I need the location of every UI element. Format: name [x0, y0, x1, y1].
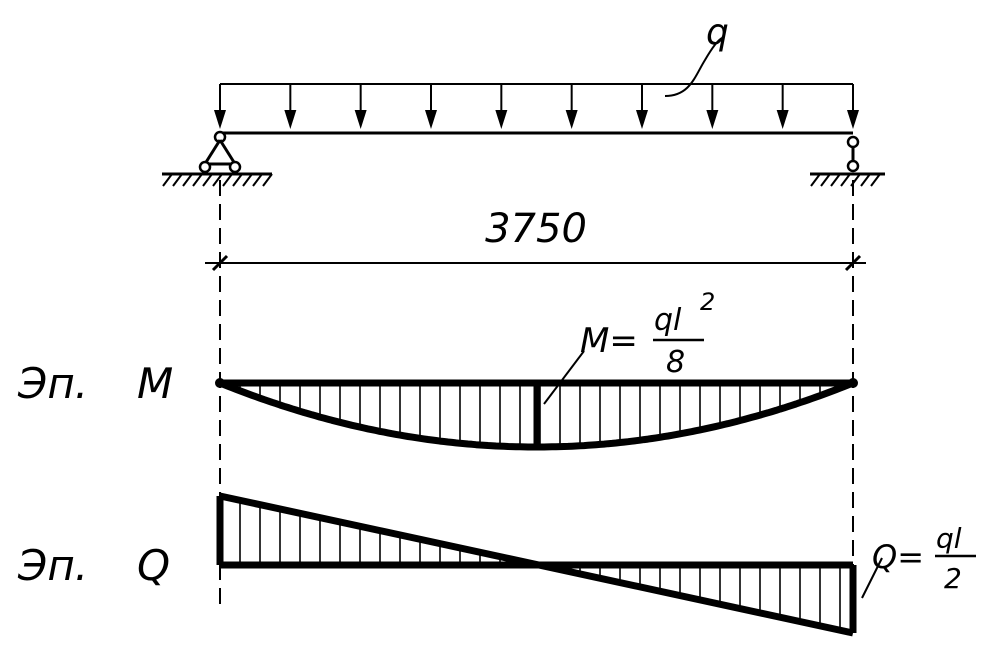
load-arrow	[636, 84, 648, 129]
ground-hatch-line	[840, 173, 851, 187]
load-arrows	[214, 84, 859, 129]
ground-hatch-line	[860, 173, 871, 187]
ground-hatch-line	[232, 173, 243, 187]
dimension-tick-left	[211, 254, 229, 272]
ground-hatch-line	[182, 173, 193, 187]
ground-hatch-line	[212, 173, 223, 187]
right-ground-hatch	[810, 173, 881, 187]
moment-formula-exponent: 2	[700, 288, 715, 316]
right-hinge-top	[846, 135, 860, 149]
load-arrow	[425, 84, 437, 129]
load-arrow	[847, 84, 859, 129]
moment-diagram-prefix: Эп.	[17, 359, 88, 408]
shear-leader-line	[861, 557, 883, 599]
shear-formula-numerator: ql	[936, 522, 962, 555]
load-arrow	[565, 84, 578, 129]
shear-formula-lhs: Q=	[872, 538, 924, 576]
moment-formula-denominator: 8	[666, 345, 685, 380]
ground-hatch-line	[262, 173, 273, 187]
left-ground-hatch	[162, 173, 273, 187]
right-hinge-bottom	[846, 159, 860, 173]
moment-formula-lhs: M=	[580, 321, 638, 361]
moment-diagram: Эп. M M= ql 2 8	[17, 288, 858, 451]
ground-hatch-line	[242, 173, 253, 187]
shear-formula-denominator: 2	[944, 562, 962, 595]
load-arrow	[706, 84, 719, 129]
span-value: 3750	[485, 206, 587, 252]
load-arrow	[776, 84, 789, 129]
ground-hatch-line	[870, 173, 881, 187]
ground-hatch-line	[202, 173, 213, 187]
load-arrow	[495, 84, 508, 129]
load-arrow	[284, 84, 297, 129]
span-dimension: 3750	[205, 206, 866, 272]
ground-hatch-line	[162, 173, 173, 187]
moment-diagram-letter: M	[137, 359, 173, 408]
shear-diagram-letter: Q	[137, 541, 170, 590]
ground-hatch-line	[830, 173, 841, 187]
ground-hatch-line	[192, 173, 203, 187]
load-arrow	[354, 84, 367, 129]
load-leader-line	[664, 37, 723, 97]
ground-hatch-line	[810, 173, 821, 187]
load-label: q	[706, 12, 729, 53]
shear-diagram: Эп. Q Q= ql 2	[17, 492, 976, 637]
dimension-tick-right	[844, 254, 862, 272]
moment-hatch	[239, 383, 841, 447]
ground-hatch-line	[252, 173, 263, 187]
ground-hatch-line	[172, 173, 183, 187]
right-roller-support	[810, 135, 885, 187]
shear-diagram-prefix: Эп.	[17, 541, 88, 590]
ground-hatch-line	[222, 173, 233, 187]
moment-formula-numerator: ql	[654, 303, 682, 338]
shear-line	[219, 492, 854, 637]
moment-leader-line	[543, 350, 585, 405]
ground-hatch-line	[820, 173, 831, 187]
distributed-load: q	[214, 12, 859, 129]
left-pin-support	[162, 130, 273, 187]
shear-hatch	[239, 500, 841, 631]
load-arrow	[214, 84, 226, 129]
